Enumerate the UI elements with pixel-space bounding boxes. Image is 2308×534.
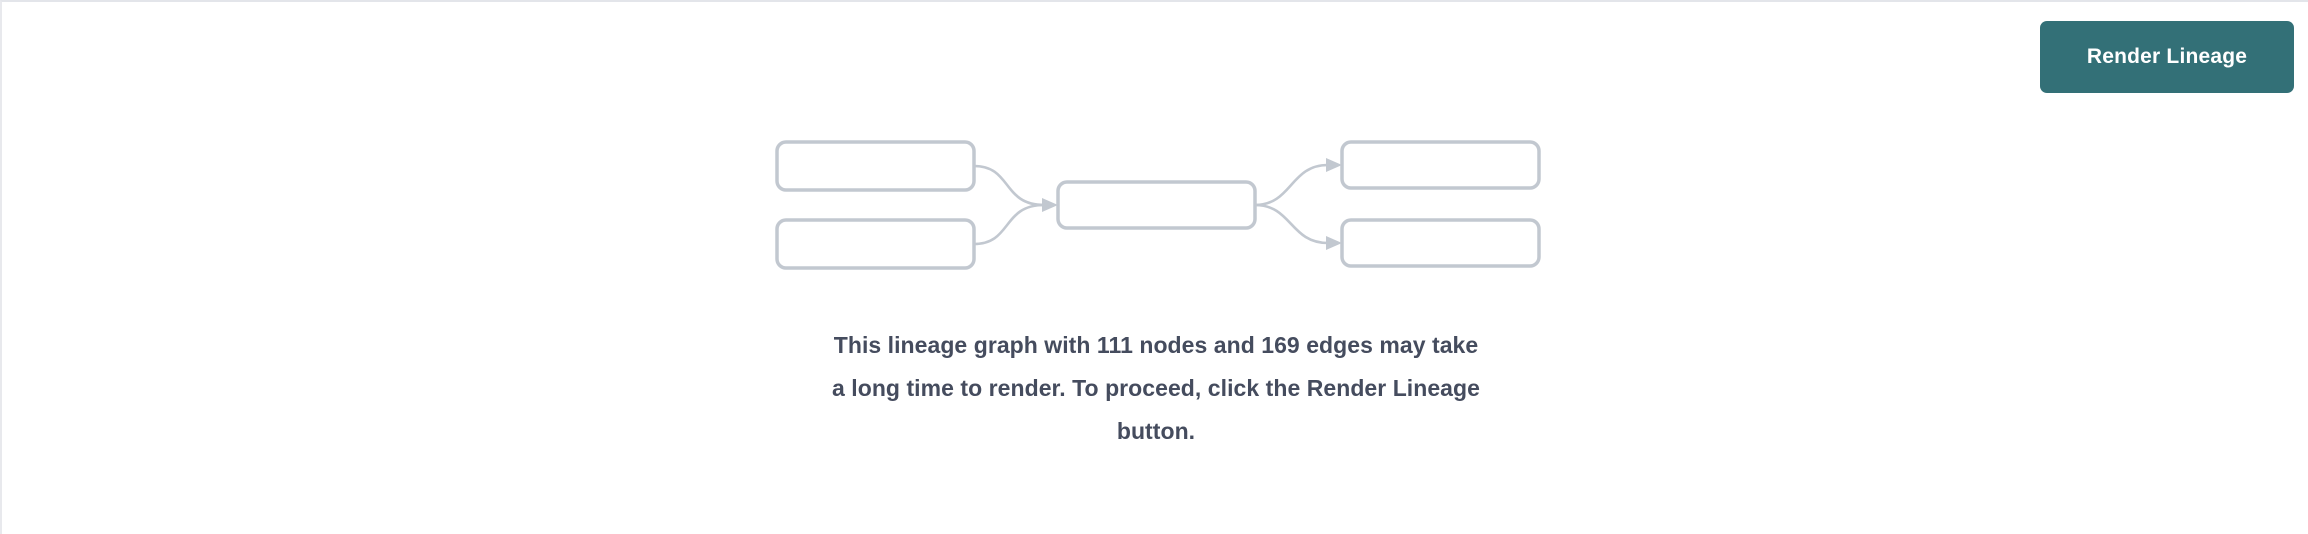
- message-line-2: a long time to render. To proceed, click…: [832, 375, 1480, 401]
- arrow-head-into-target-bottom: [1326, 236, 1342, 250]
- lineage-node-source-bottom: [775, 218, 976, 270]
- lineage-node-target-bottom: [1340, 218, 1541, 268]
- lineage-node-center: [1056, 180, 1257, 230]
- edge-source-bottom-to-center: [973, 203, 1045, 246]
- lineage-edge-group: [973, 158, 1342, 250]
- edge-center-to-target-top: [1254, 163, 1329, 207]
- arrow-head-into-target-top: [1326, 158, 1342, 172]
- edge-source-top-to-center: [973, 164, 1045, 207]
- lineage-node-target-top: [1340, 140, 1541, 190]
- lineage-placeholder-graph: [2, 2, 2308, 322]
- arrow-head-into-center: [1042, 198, 1058, 212]
- lineage-node-source-top: [775, 140, 976, 192]
- lineage-warning-message: This lineage graph with 111 nodes and 16…: [2, 324, 2308, 453]
- lineage-node-group: [775, 140, 1541, 270]
- message-line-3: button.: [1116, 418, 1196, 444]
- message-line-1: This lineage graph with 111 nodes and 16…: [833, 332, 1479, 358]
- edge-center-to-target-bottom: [1254, 203, 1329, 245]
- render-lineage-button[interactable]: Render Lineage: [2040, 21, 2294, 93]
